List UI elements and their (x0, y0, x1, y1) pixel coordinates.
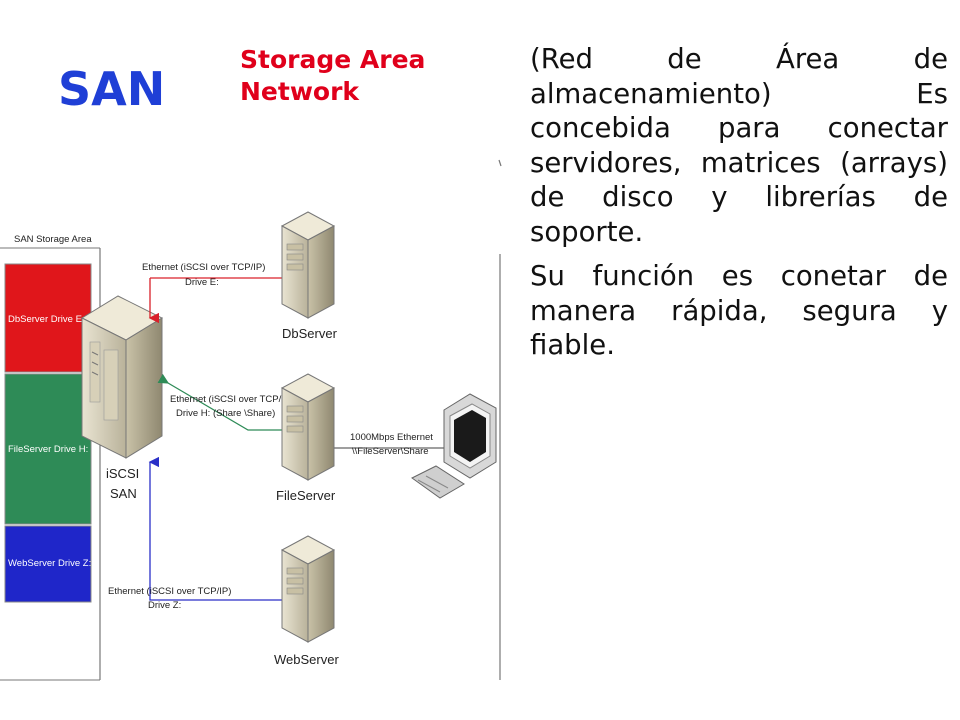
boundary-tick (498, 159, 502, 167)
paragraph-function: Su función es conetar de manera rápida, … (530, 260, 948, 361)
drive-block-fileserver (4, 373, 92, 525)
webserver-icon (280, 535, 336, 643)
slide-title: SAN (58, 62, 166, 116)
link-db-label-line2: Drive E: (185, 277, 219, 288)
drive-block-webserver (4, 525, 92, 603)
paragraph-definition: (Red de Área de almacenamiento) Es conce… (530, 43, 948, 248)
link-file-label-line2: Drive H: (Share \Share) (176, 408, 275, 419)
fileserver-icon (280, 373, 336, 481)
drive-label-fileserver: FileServer Drive H: (8, 444, 88, 455)
storage-area-title: SAN Storage Area (14, 234, 92, 245)
link-file-label-line1: Ethernet (iSCSI over TCP/IP) (170, 394, 293, 405)
slide-body: (Red de Área de almacenamiento) Es conce… (530, 42, 948, 373)
client-computer-icon (411, 393, 497, 499)
server-label-webserver: WebServer (274, 652, 339, 667)
link-db-label-line1: Ethernet (iSCSI over TCP/IP) (142, 262, 265, 273)
link-client-label-line2: \\FileServer\Share (352, 446, 429, 457)
link-web-label-line1: Ethernet (iSCSI over TCP/IP) (108, 586, 231, 597)
drive-block-dbserver (4, 263, 92, 373)
link-client-label-line1: 1000Mbps Ethernet (350, 432, 433, 443)
link-web-label-line2: Drive Z: (148, 600, 181, 611)
iscsi-san-tower-icon (80, 295, 164, 459)
link-web (148, 456, 290, 601)
server-label-fileserver: FileServer (276, 488, 336, 503)
san-label-line2: SAN (110, 486, 137, 501)
link-file (157, 373, 282, 431)
dbserver-icon (280, 211, 336, 319)
server-label-dbserver: DbServer (282, 326, 338, 341)
drive-label-dbserver: DbServer Drive E: (8, 314, 85, 325)
drive-label-webserver: WebServer Drive Z: (8, 558, 91, 569)
slide-subtitle: Storage Area Network (240, 45, 426, 106)
san-label-line1: iSCSI (106, 466, 139, 481)
